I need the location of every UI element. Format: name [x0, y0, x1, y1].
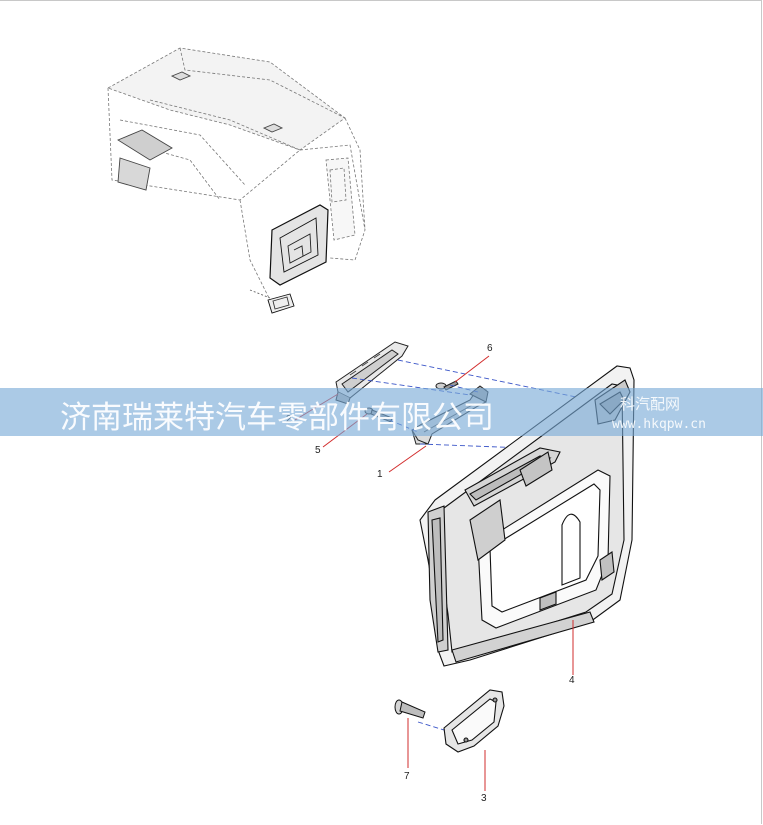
watermark-site-name: 科汽配网 — [620, 395, 681, 413]
cab-overview — [107, 47, 366, 301]
watermark-company-name: 济南瑞莱特汽车零部件有限公司 — [60, 400, 494, 436]
part-3-cover-plate — [443, 689, 505, 753]
leader-6 — [454, 355, 490, 383]
callout-1: 1 — [377, 469, 383, 480]
callout-7: 7 — [404, 771, 410, 782]
watermark-site-url: www.hkqpw.cn — [612, 417, 706, 432]
watermark-band — [0, 388, 763, 436]
part-7-pin — [394, 699, 426, 719]
cab-overview-solid — [117, 71, 329, 314]
callout-5: 5 — [315, 445, 321, 456]
callout-3: 3 — [481, 793, 487, 804]
callout-4: 4 — [569, 675, 575, 686]
callout-6: 6 — [487, 343, 493, 354]
leader-1 — [388, 445, 427, 473]
